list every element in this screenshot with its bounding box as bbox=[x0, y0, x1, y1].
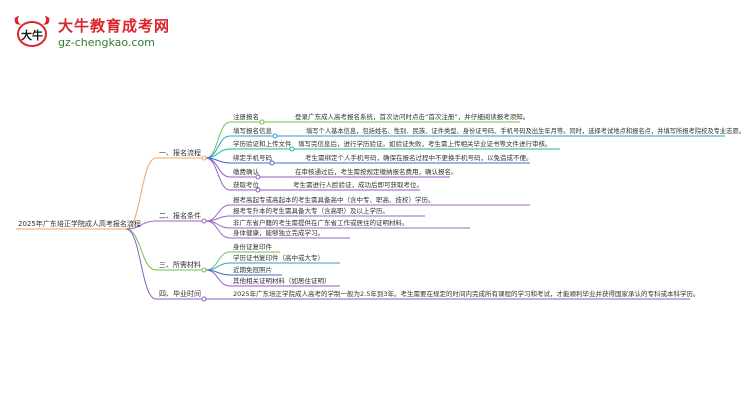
branch-label-materials: 三、所需材料 bbox=[159, 260, 201, 269]
branch-node-dot bbox=[201, 296, 207, 302]
branch-label-graduation-time: 四、毕业时间 bbox=[159, 289, 201, 298]
root-node-label: 2025年广东培正学院成人高考报名流程 bbox=[18, 219, 141, 228]
step-label-fill-info: 填写报名信息 bbox=[233, 126, 273, 135]
connector-branch-to-child bbox=[205, 121, 231, 159]
connector-branch-to-child bbox=[205, 220, 231, 239]
step-label-bind-phone: 绑定手机号码 bbox=[233, 153, 273, 162]
step-label-verify-upload: 学历验证和上传文件 bbox=[233, 139, 292, 148]
step-label-get-seat: 获取考位 bbox=[233, 180, 260, 189]
step-detail-fill-info: 填写个人基本信息，包括姓名、性别、民族、证件类型、身份证号码、手机号码及出生年月… bbox=[306, 126, 745, 135]
branch-node-dot bbox=[201, 267, 207, 273]
requirement-item: 报考高起专或高起本的考生需具备高中（含中专、职高、技校）学历。 bbox=[233, 195, 435, 204]
step-label-payment: 缴费确认 bbox=[233, 167, 260, 176]
branch-node-dot bbox=[201, 155, 207, 161]
branch-label-registration-process: 一、报名流程 bbox=[159, 148, 201, 157]
material-item: 身份证复印件 bbox=[233, 242, 273, 251]
step-detail-register: 登录广东成人高考报名系统，首次访问时点击“首次注册”，并仔细阅读报考须知。 bbox=[295, 112, 529, 121]
material-item: 近期免冠照片 bbox=[233, 265, 272, 274]
svg-text:大牛: 大牛 bbox=[21, 28, 43, 42]
connector-branch-to-child bbox=[205, 269, 231, 287]
branch-label-requirements: 二、报名条件 bbox=[159, 211, 201, 220]
connector-root-to-branch bbox=[125, 157, 157, 230]
step-detail-verify-upload: 填写完信息后，进行学历验证。如验证失败，考生需上传相关毕业证书等文件进行审核。 bbox=[298, 139, 552, 148]
site-name: 大牛教育成考网 bbox=[58, 17, 171, 35]
connector-branch-to-child bbox=[205, 157, 231, 191]
step-detail-payment: 在审核通过后，考生需按规定缴纳报名费用，确认报名。 bbox=[295, 167, 458, 176]
material-item: 学历证书复印件（高中或大专） bbox=[233, 253, 324, 262]
step-detail-get-seat: 考生需进行人脸验证，成功后即可获取考位。 bbox=[293, 180, 423, 189]
material-item: 其他相关证明材料（如居住证明） bbox=[233, 276, 331, 285]
connector-root-to-branch bbox=[125, 220, 157, 230]
step-detail-bind-phone: 考生需绑定个人手机号码，确保在报名过程中不更换手机号码，以免造成不便。 bbox=[305, 153, 533, 162]
graduation-detail: 2025年广东培正学院成人高考的学制一般为2.5年到3年。考生需要在规定的时间内… bbox=[233, 289, 700, 298]
site-logo[interactable]: 大牛 大牛教育成考网 gz-chengkao.com bbox=[10, 14, 170, 54]
site-url: gz-chengkao.com bbox=[58, 36, 155, 49]
step-label-register: 注册报名 bbox=[233, 112, 259, 121]
step-node-dot bbox=[259, 119, 265, 125]
branch-node-dot bbox=[201, 218, 207, 224]
connector-lines bbox=[125, 119, 725, 302]
requirement-item: 非广东省户籍的考生需提供在广东省工作或居住的证明材料。 bbox=[233, 218, 409, 227]
requirement-item: 报考专升本的考生需具备大专（含高职）及以上学历。 bbox=[233, 206, 389, 215]
step-node-dot bbox=[272, 133, 278, 139]
bull-logo-icon: 大牛 bbox=[14, 16, 50, 47]
requirement-item: 身体健康，能够独立完成学习。 bbox=[233, 228, 324, 237]
connector-branch-to-child bbox=[205, 251, 231, 271]
connector-root-to-branch bbox=[125, 228, 157, 300]
